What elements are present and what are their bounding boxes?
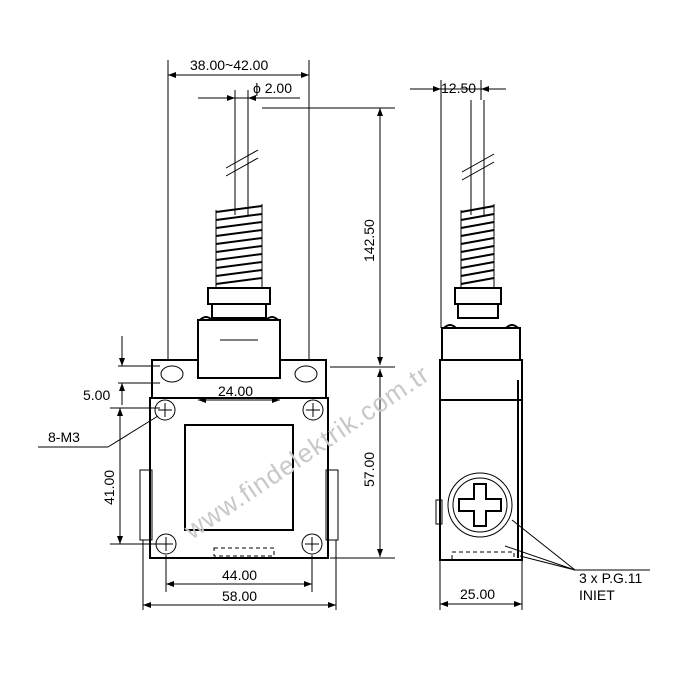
spring-coil xyxy=(215,204,263,290)
dim-body-height: 57.00 xyxy=(361,452,377,487)
side-view xyxy=(435,100,523,561)
dim-base-width: 58.00 xyxy=(222,588,257,604)
cover-window xyxy=(184,424,294,531)
flange-hole-right xyxy=(294,365,318,383)
side-flange xyxy=(439,359,523,401)
dim-height-total: 142.50 xyxy=(361,219,377,262)
side-rod-break-mark xyxy=(461,153,495,181)
dim-side-width: 25.00 xyxy=(460,586,495,602)
dim-mount-vertical: 41.00 xyxy=(101,470,117,505)
dim-plunger-width: 24.00 xyxy=(218,383,253,399)
actuator-head xyxy=(197,319,281,379)
dimension-lines xyxy=(38,60,650,610)
cable-gland xyxy=(447,472,513,538)
dim-hole-offset: 5.00 xyxy=(83,387,110,403)
screw-bottom-right xyxy=(301,533,323,555)
screw-top-right xyxy=(302,399,324,421)
rod-break-mark xyxy=(225,149,259,177)
dim-top-width: 38.00~42.00 xyxy=(190,57,268,73)
side-spring-coil xyxy=(460,204,495,290)
side-body xyxy=(439,399,523,561)
dim-mount-horizontal: 44.00 xyxy=(222,567,257,583)
spring-collar xyxy=(207,287,271,305)
switch-body xyxy=(149,397,329,559)
screw-top-left xyxy=(154,399,176,421)
head-rivets xyxy=(199,316,279,321)
dim-rod-diameter: ϕ 2.00 xyxy=(253,80,292,96)
dim-screw-label: 8-M3 xyxy=(48,429,80,445)
body-side-tab-right xyxy=(325,469,339,541)
callout-gland-spec: 3 x P.G.11 xyxy=(579,570,643,586)
spring-seat xyxy=(211,303,267,319)
front-view xyxy=(139,100,339,559)
body-side-tab-left xyxy=(139,469,153,541)
flange-hole-left xyxy=(160,365,184,383)
callout-inlet-label: INIET xyxy=(579,587,615,603)
dim-side-thickness: 12.50 xyxy=(441,80,476,96)
